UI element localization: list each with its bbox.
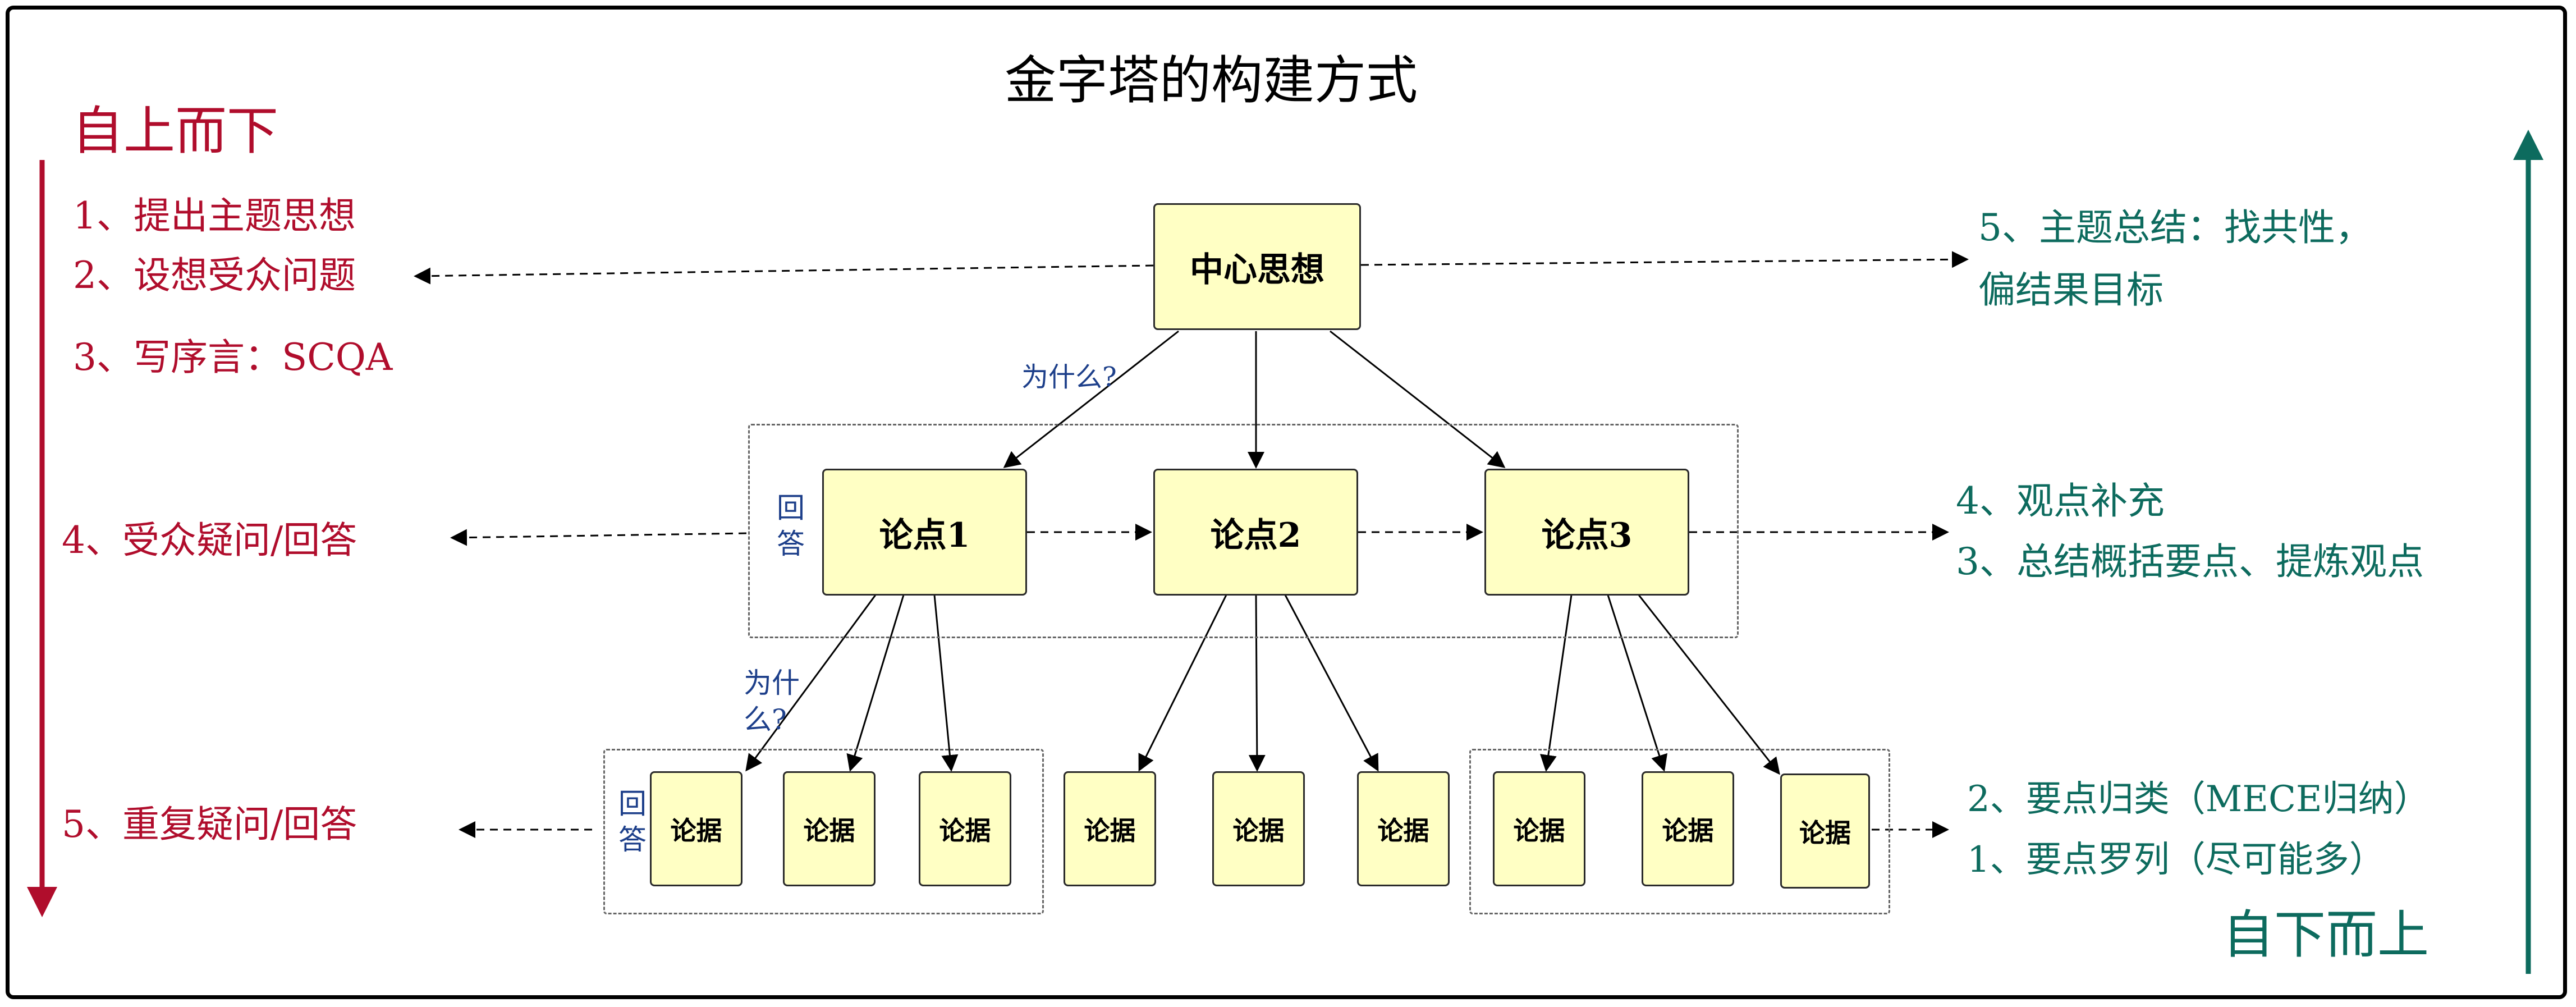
point3-to-evidence9-connector — [1638, 594, 1780, 775]
answer-label-points: 回答 — [772, 493, 805, 565]
diagram-title: 金字塔的构建方式 — [1005, 51, 1418, 111]
evidence-box-3: 论据 — [919, 771, 1011, 886]
diagram-frame — [6, 6, 2567, 999]
main-to-point1-connector — [1003, 330, 1179, 468]
right-mid-note-line2: 3、总结概括要点、提炼观点 — [1956, 540, 2424, 583]
right-top-note-line1: 5、主题总结：找共性， — [1978, 206, 2372, 249]
left-step-3: 3、写序言：SCQA — [73, 336, 393, 379]
evidence-box-7: 论据 — [1493, 771, 1585, 886]
evidence-box-2: 论据 — [783, 771, 876, 886]
point-box-3: 论点3 — [1484, 469, 1689, 596]
bottom-up-heading: 自下而上 — [2222, 905, 2430, 965]
point2-to-evidence5-connector — [1248, 594, 1266, 772]
point2-to-evidence4-connector — [1138, 594, 1227, 772]
right-bottom-note-line1: 2、要点归类（MECE归纳） — [1967, 779, 2430, 820]
point3-to-evidence8-connector — [1607, 594, 1668, 772]
answer-label-evidence: 回答 — [614, 789, 647, 860]
evidence-box-9: 论据 — [1780, 773, 1870, 889]
evidence-box-8: 论据 — [1642, 771, 1734, 886]
top-down-heading: 自上而下 — [72, 101, 279, 161]
evidence-group-3 — [1469, 749, 1890, 914]
main-to-left-connector — [414, 264, 1154, 285]
right-bottom-note-line2: 1、要点罗列（尽可能多） — [1967, 839, 2385, 881]
left-step-2: 2、设想受众问题 — [73, 254, 356, 297]
left-step-4: 4、受众疑问/回答 — [62, 519, 357, 562]
left-step-5: 5、重复疑问/回答 — [62, 803, 357, 846]
points-group — [748, 424, 1739, 638]
main-to-point3-connector — [1330, 330, 1506, 468]
right-top-note-line2: 偏结果目标 — [1978, 268, 2164, 312]
group-to-left-connector — [450, 529, 747, 546]
point1-to-evidence3-connector — [933, 594, 959, 772]
main-to-right-connector — [1360, 251, 1969, 268]
point3-to-evidence7-connector — [1540, 594, 1573, 772]
point-box-1: 论点1 — [822, 469, 1027, 596]
right-mid-note-line1: 4、观点补充 — [1956, 479, 2165, 523]
point1-to-evidence1-connector — [745, 594, 877, 772]
evidence-group-1 — [603, 749, 1044, 914]
evidence-box-6: 论据 — [1357, 771, 1450, 886]
point-box-2: 论点2 — [1153, 469, 1358, 596]
why-label-top: 为什么? — [1021, 361, 1117, 393]
why-label-bottom: 为什么? — [744, 667, 800, 736]
left-step-1: 1、提出主题思想 — [73, 194, 356, 237]
evidence-box-1: 论据 — [650, 771, 742, 886]
main-idea-box: 中心思想 — [1153, 203, 1361, 330]
evidence-box-5: 论据 — [1212, 771, 1305, 886]
point2-to-evidence6-connector — [1284, 594, 1379, 772]
evidence-box-4: 论据 — [1064, 771, 1156, 886]
point1-to-evidence2-connector — [846, 594, 905, 772]
